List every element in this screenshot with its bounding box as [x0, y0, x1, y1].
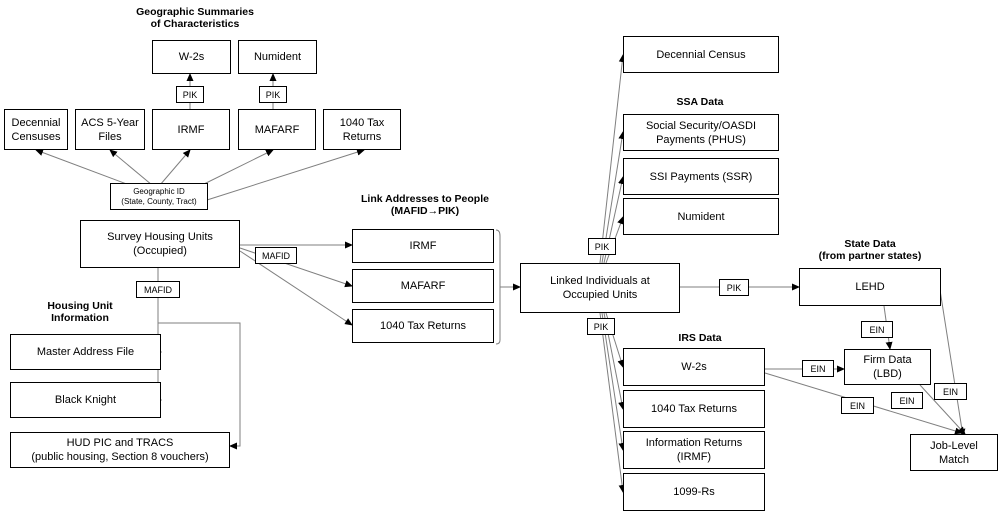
decennial-censuses-box: Decennial Censuses — [4, 109, 68, 150]
ein-b-tag: EIN — [891, 392, 923, 409]
edge-geo-1040 — [206, 148, 365, 201]
ein-a-tag: EIN — [841, 397, 874, 414]
tax-1040-irs-box: 1040 Tax Returns — [623, 390, 765, 428]
ssi-payments-box: SSI Payments (SSR) — [623, 158, 779, 195]
edge-geo-acs — [109, 149, 153, 186]
edge-shu-hud — [158, 322, 241, 450]
edge-geo-mafarf — [199, 149, 274, 187]
survey-housing-units-box: Survey Housing Units (Occupied) — [80, 220, 240, 268]
pik-lower-tag: PIK — [587, 318, 615, 335]
heading-state-data: State Data (from partner states) — [818, 238, 922, 262]
heading-irs-data: IRS Data — [678, 332, 722, 344]
acs-5year-box: ACS 5-Year Files — [75, 109, 145, 150]
bracket-link — [495, 229, 501, 345]
firm-data-box: Firm Data (LBD) — [844, 349, 931, 385]
tax-1040-mid-box: 1040 Tax Returns — [352, 309, 494, 343]
edge-lehd-job — [939, 289, 966, 437]
hud-pic-tracs-box: HUD PIC and TRACS (public housing, Secti… — [10, 432, 230, 468]
master-address-file-box: Master Address File — [10, 334, 161, 370]
numident-top-box: Numident — [238, 40, 317, 74]
pik-upper-tag: PIK — [588, 238, 616, 255]
irmf-top-box: IRMF — [152, 109, 230, 150]
tax-1040-top-box: 1040 Tax Returns — [323, 109, 401, 150]
irmf-mid-box: IRMF — [352, 229, 494, 263]
ein-c-tag: EIN — [934, 383, 967, 400]
w2s-irs-box: W-2s — [623, 348, 765, 386]
edge-linked-census — [599, 54, 626, 264]
edge-linked-1099 — [599, 312, 626, 493]
edge-geo-irmf — [159, 149, 191, 186]
mafarf-mid-box: MAFARF — [352, 269, 494, 303]
pik-mafarf-tag: PIK — [259, 86, 287, 103]
w2s-top-box: W-2s — [152, 40, 231, 74]
heading-housing-unit-info: Housing Unit Information — [47, 300, 113, 324]
info-returns-box: Information Returns (IRMF) — [623, 431, 765, 469]
ein-lehd-tag: EIN — [861, 321, 893, 338]
decennial-census-box: Decennial Census — [623, 36, 779, 73]
edge-firm-job — [919, 384, 966, 435]
ss-oasdi-box: Social Security/OASDI Payments (PHUS) — [623, 114, 779, 151]
pik-lehd-tag: PIK — [719, 279, 749, 296]
mafid-right-tag: MAFID — [255, 247, 297, 264]
lehd-box: LEHD — [799, 268, 941, 306]
heading-link-addresses: Link Addresses to People (MAFID→PIK) — [361, 193, 489, 217]
job-level-match-box: Job-Level Match — [910, 434, 998, 471]
heading-ssa-data: SSA Data — [676, 96, 724, 108]
r1099-box: 1099-Rs — [623, 473, 765, 511]
ein-w2-tag: EIN — [802, 360, 834, 377]
mafid-down-tag: MAFID — [136, 281, 180, 298]
numident-ssa-box: Numident — [623, 198, 779, 235]
linked-individuals-box: Linked Individuals at Occupied Units — [520, 263, 680, 313]
pik-irmf-tag: PIK — [176, 86, 204, 103]
geographic-id-tag: Geographic ID (State, County, Tract) — [110, 183, 208, 210]
black-knight-box: Black Knight — [10, 382, 161, 418]
heading-geo-summaries: Geographic Summaries of Characteristics — [136, 6, 254, 30]
mafarf-top-box: MAFARF — [238, 109, 316, 150]
edge-linked-irmf — [601, 312, 626, 451]
